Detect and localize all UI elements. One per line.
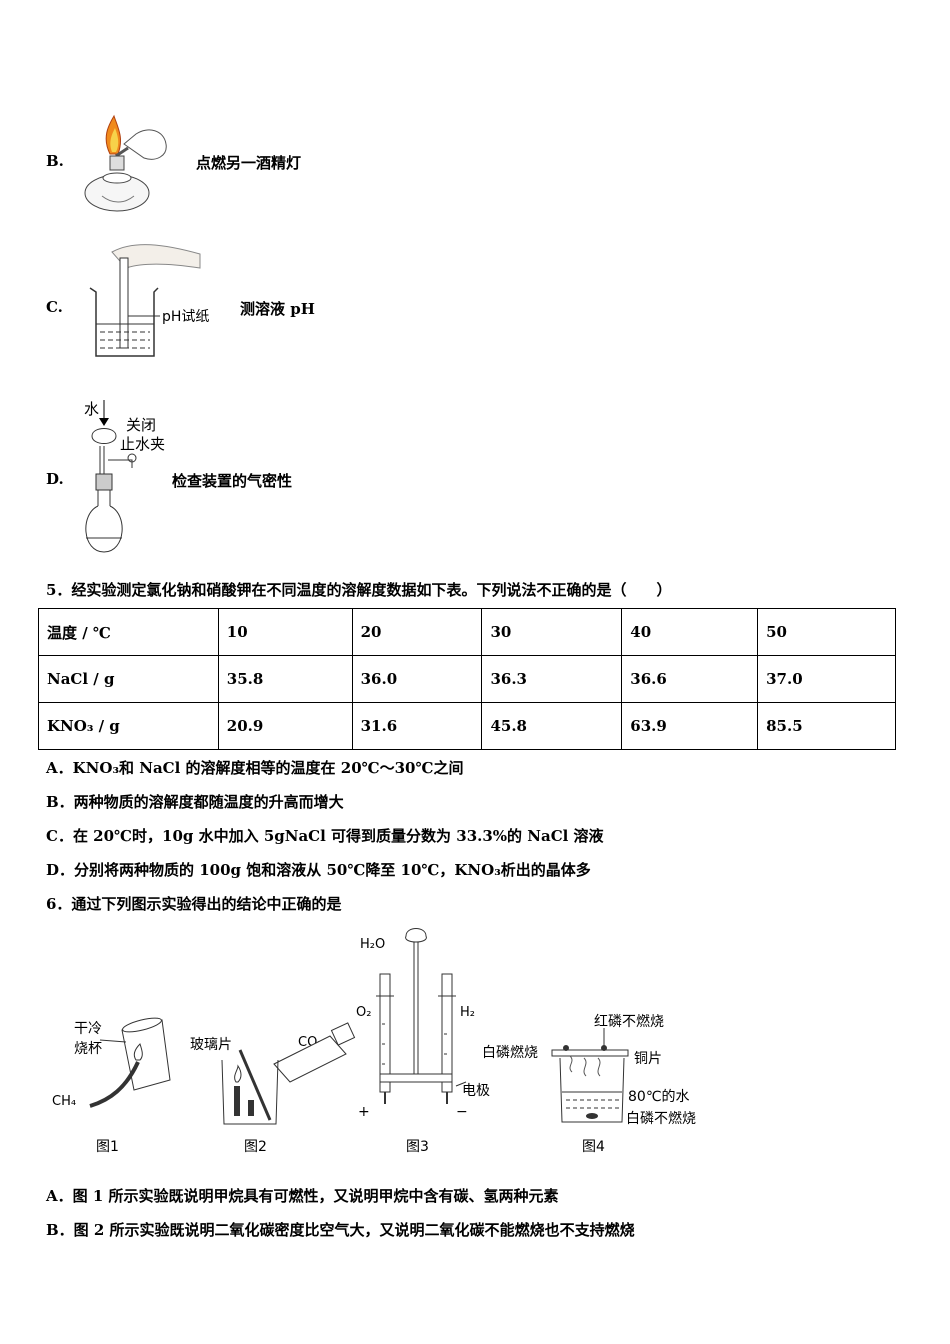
table-cell: 31.6 — [351, 702, 483, 750]
fig4-white-burn-label: 白磷燃烧 — [482, 1045, 538, 1061]
table-cell: 45.8 — [481, 702, 623, 750]
fig1-cup-label-1: 干冷 — [74, 1021, 102, 1037]
q6-option-a: A．图 1 所示实验既说明甲烷具有可燃性，又说明甲烷中含有碳、氢两种元素 — [46, 1187, 559, 1205]
table-row: NaCl / g 35.8 36.0 36.3 36.6 37.0 — [38, 655, 896, 703]
fig1-cup-label-2: 烧杯 — [74, 1041, 102, 1057]
q5-option-d: D．分别将两种物质的 100g 饱和溶液从 50℃降至 10℃，KNO₃析出的晶… — [46, 861, 591, 879]
fig3-plus-label: + — [358, 1104, 370, 1120]
option-b-letter: B. — [46, 152, 64, 170]
table-cell: NaCl / g — [38, 655, 219, 703]
fig4-copper-label: 铜片 — [634, 1051, 662, 1067]
option-d-letter: D. — [46, 470, 64, 488]
fig3-o2-label: O₂ — [356, 1005, 372, 1020]
table-cell: 85.5 — [757, 702, 896, 750]
table-cell: KNO₃ / g — [38, 702, 219, 750]
table-cell: 50 — [757, 608, 896, 656]
q5-option-b: B．两种物质的溶解度都随温度的升高而增大 — [46, 793, 344, 811]
fig3-minus-label: − — [456, 1104, 468, 1120]
table-row: KNO₃ / g 20.9 31.6 45.8 63.9 85.5 — [38, 702, 896, 750]
fig3-drawing — [376, 928, 467, 1104]
table-cell: 36.6 — [621, 655, 759, 703]
close-label: 关闭 — [126, 416, 157, 434]
water-label: 水 — [84, 400, 100, 418]
fig3-caption: 图3 — [406, 1139, 429, 1155]
beaker-ph-figure — [89, 244, 201, 357]
option-b-text: 点燃另一酒精灯 — [196, 154, 302, 172]
flask-airtight-figure — [85, 400, 137, 553]
q6-option-b: B．图 2 所示实验既说明二氧化碳密度比空气大，又说明二氧化碳不能燃烧也不支持燃… — [46, 1221, 635, 1239]
fig4-drawing — [551, 1028, 629, 1123]
fig2-glass-label: 玻璃片 — [190, 1037, 232, 1053]
table-cell: 30 — [481, 608, 623, 656]
fig1-drawing — [89, 1017, 171, 1108]
fig2-drawing — [221, 1022, 356, 1125]
alcohol-lamp-figure — [84, 114, 167, 212]
fig2-caption: 图2 — [244, 1139, 267, 1155]
q5-stem: 5．经实验测定氯化钠和硝酸钾在不同温度的溶解度数据如下表。下列说法不正确的是（ … — [46, 581, 672, 599]
option-c-letter: C. — [46, 298, 63, 316]
q6-stem: 6．通过下列图示实验得出的结论中正确的是 — [46, 895, 342, 913]
q5-option-c: C．在 20℃时，10g 水中加入 5gNaCl 可得到质量分数为 33.3%的… — [46, 827, 604, 845]
table-cell: 36.3 — [481, 655, 623, 703]
fig4-red-label: 红磷不燃烧 — [594, 1014, 664, 1030]
table-cell: 20 — [351, 608, 483, 656]
option-d-text: 检查装置的气密性 — [172, 472, 293, 490]
table-cell: 20.9 — [217, 702, 353, 750]
table-cell: 40 — [621, 608, 759, 656]
fig3-water-label: H₂O — [360, 937, 386, 952]
clamp-label: 止水夹 — [120, 435, 166, 453]
option-c-text: 测溶液 pH — [240, 300, 315, 318]
fig4-caption: 图4 — [582, 1139, 605, 1155]
table-header-row: 温度 / ℃ 10 20 30 40 50 — [38, 608, 896, 656]
fig3-h2-label: H₂ — [460, 1005, 475, 1020]
fig1-gas-label: CH₄ — [52, 1094, 77, 1109]
table-cell: 35.8 — [217, 655, 353, 703]
table-cell: 温度 / ℃ — [38, 608, 219, 656]
fig4-water-label: 80℃的水 — [628, 1089, 690, 1105]
q5-option-a: A．KNO₃和 NaCl 的溶解度相等的温度在 20℃～30℃之间 — [46, 759, 464, 777]
fig4-white-no-label: 白磷不燃烧 — [626, 1111, 696, 1127]
fig3-electrode-label: 电极 — [462, 1083, 490, 1099]
table-cell: 10 — [217, 608, 353, 656]
solubility-table: 温度 / ℃ 10 20 30 40 50 NaCl / g 35.8 36.0… — [38, 608, 896, 750]
ph-paper-label: pH试纸 — [162, 309, 210, 325]
table-cell: 37.0 — [757, 655, 896, 703]
fig1-caption: 图1 — [96, 1139, 119, 1155]
table-cell: 63.9 — [621, 702, 759, 750]
table-cell: 36.0 — [351, 655, 483, 703]
